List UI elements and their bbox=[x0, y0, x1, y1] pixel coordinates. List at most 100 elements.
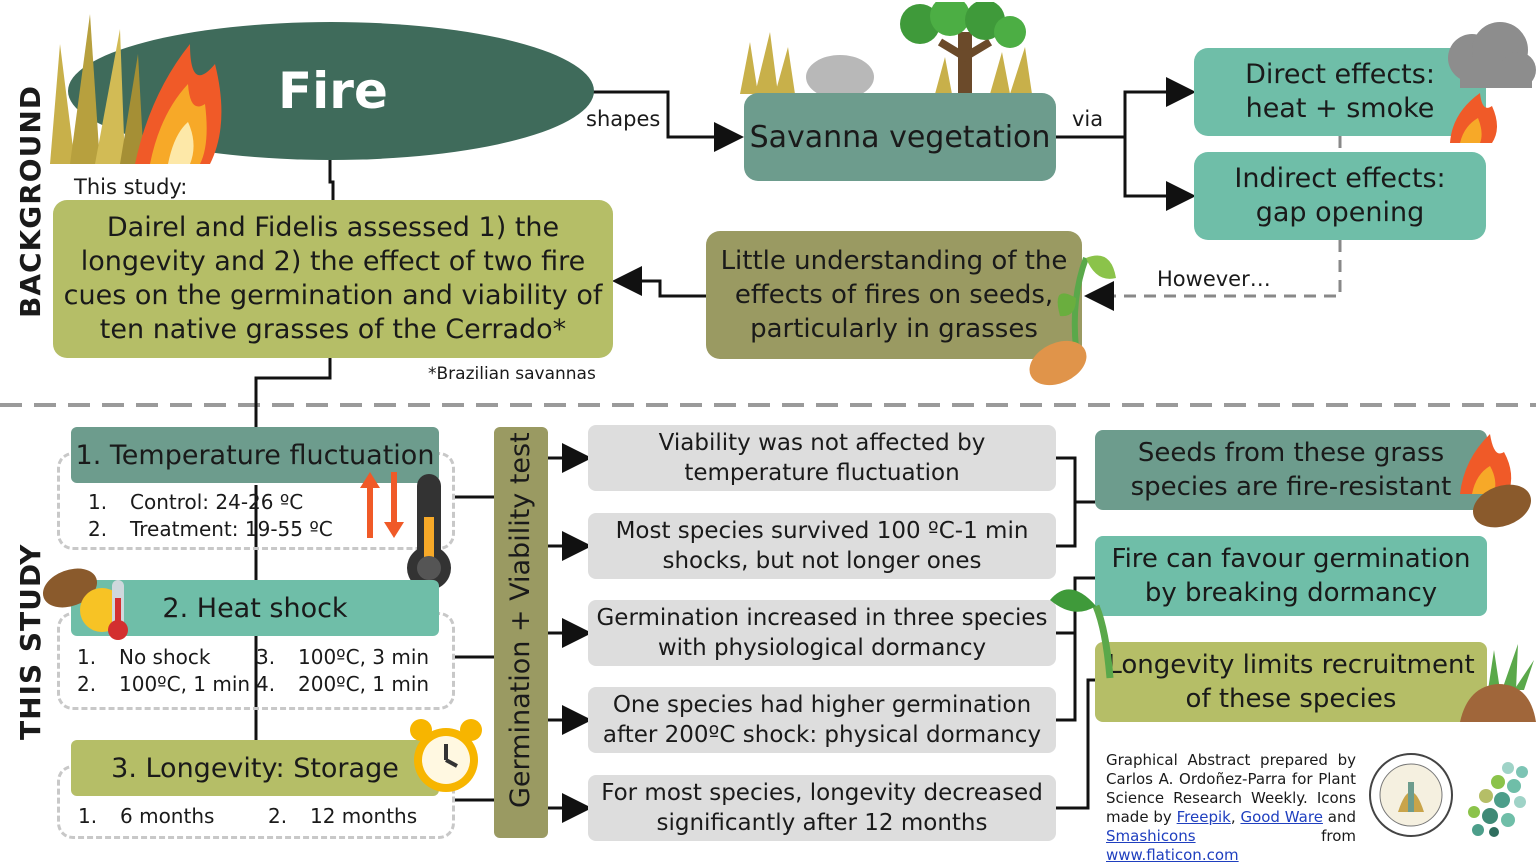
this-study-label: This study: bbox=[74, 175, 188, 199]
direct-line1: Direct effects: bbox=[1245, 59, 1435, 90]
heat-item-4-number: 4. bbox=[256, 672, 276, 696]
temp-item-1-text: Control: 24-26 ºC bbox=[130, 490, 304, 514]
result-1-line2: temperature fluctuation bbox=[684, 460, 960, 486]
storage-item-2-number: 2. bbox=[268, 804, 288, 828]
good-ware-link[interactable]: Good Ware bbox=[1240, 808, 1323, 826]
shapes-label: shapes bbox=[586, 107, 661, 131]
direct-line2: heat + smoke bbox=[1245, 93, 1435, 124]
heat-item-1-number: 1. bbox=[77, 645, 97, 669]
heat-item-3: 3. 100ºC, 3 min bbox=[256, 645, 429, 669]
result-3-line2: with physiological dormancy bbox=[657, 635, 987, 661]
credits-text: Graphical Abstract prepared by Carlos A.… bbox=[1106, 751, 1356, 865]
fire-to-study-line bbox=[328, 160, 335, 200]
heat-item-4: 4. 200ºC, 1 min bbox=[256, 672, 429, 696]
heat-item-2-number: 2. bbox=[77, 672, 97, 696]
however-dashed-arrow bbox=[1090, 136, 1342, 296]
freepik-link[interactable]: Freepik bbox=[1176, 808, 1231, 826]
heat-item-2: 2. 100ºC, 1 min bbox=[77, 672, 250, 696]
temperature-arrows-icon bbox=[360, 472, 404, 538]
storage-item-1-text: 6 months bbox=[120, 804, 215, 828]
fire-title: Fire bbox=[278, 62, 388, 120]
flaticon-link[interactable]: www.flaticon.com bbox=[1106, 846, 1239, 864]
conclusion-1-line2: species are fire-resistant bbox=[1130, 472, 1452, 502]
heat-item-1-text: No shock bbox=[119, 645, 211, 669]
storage-item-1: 1. 6 months bbox=[78, 804, 214, 828]
indirect-effects-box: Indirect effects: gap opening bbox=[1194, 152, 1486, 240]
storage-item-2: 2. 12 months bbox=[268, 804, 417, 828]
result-box-5: For most species, longevity decreased si… bbox=[588, 775, 1056, 841]
credits-part3: from bbox=[1195, 827, 1356, 845]
result-box-2: Most species survived 100 ºC-1 min shock… bbox=[588, 513, 1056, 579]
to-indirect-arrow bbox=[1123, 137, 1196, 211]
result-box-1: Viability was not affected by temperatur… bbox=[588, 425, 1056, 491]
society-seal-logo bbox=[1369, 753, 1453, 837]
result-5-line1: For most species, longevity decreased bbox=[601, 780, 1043, 806]
indirect-line2: gap opening bbox=[1255, 197, 1425, 228]
indirect-line1: Indirect effects: bbox=[1234, 163, 1446, 194]
result-1-line1: Viability was not affected by bbox=[658, 430, 986, 456]
however-label: However… bbox=[1157, 267, 1271, 291]
little-understanding-box: Little understanding of the effects of f… bbox=[706, 231, 1082, 359]
thermometer-icon bbox=[407, 474, 451, 590]
result-4-line1: One species had higher germination bbox=[612, 692, 1032, 718]
result-2-line2: shocks, but not longer ones bbox=[662, 548, 982, 574]
conclusion-3-line2: of these species bbox=[1185, 684, 1397, 714]
conclusion-longevity-limits: Longevity limits recruitment of these sp… bbox=[1095, 642, 1487, 722]
conclusion-fire-resistant: Seeds from these grass species are fire-… bbox=[1095, 430, 1487, 510]
temp-item-1-number: 1. bbox=[88, 490, 108, 514]
little-to-study-arrow bbox=[612, 266, 706, 298]
heat-shock-box: 2. Heat shock bbox=[71, 580, 439, 636]
longevity-storage-box: 3. Longevity: Storage bbox=[71, 740, 439, 796]
seed-sun-thermometer-icon bbox=[42, 568, 128, 640]
result-2-line1: Most species survived 100 ºC-1 min bbox=[615, 518, 1029, 544]
temp-item-1: 1. Control: 24-26 ºC bbox=[88, 490, 303, 514]
temperature-fluctuation-box: 1. Temperature fluctuation bbox=[71, 427, 439, 483]
sprout-seed-icon bbox=[1029, 255, 1116, 386]
result-box-4: One species had higher germination after… bbox=[588, 687, 1056, 753]
germination-viability-test-label: Germination + Viability test bbox=[505, 432, 536, 808]
temp-item-2: 2. Treatment: 19-55 ºC bbox=[88, 517, 333, 541]
result-4-line2: after 200ºC shock: physical dormancy bbox=[602, 722, 1042, 748]
little-line1: Little understanding of the bbox=[720, 246, 1068, 276]
little-line2: effects of fires on seeds, bbox=[734, 280, 1054, 310]
conclusion-2-line2: by breaking dormancy bbox=[1144, 578, 1438, 608]
via-label: via bbox=[1072, 107, 1104, 131]
study-line1: Dairel and Fidelis assessed 1) the bbox=[106, 212, 560, 243]
smashicons-link[interactable]: Smashicons bbox=[1106, 827, 1196, 845]
heat-item-2-text: 100ºC, 1 min bbox=[119, 672, 251, 696]
seedling-icon bbox=[1050, 589, 1114, 679]
storage-item-2-text: 12 months bbox=[310, 804, 418, 828]
to-direct-arrow bbox=[1123, 77, 1196, 137]
study-line4: ten native grasses of the Cerrado* bbox=[99, 314, 567, 345]
storage-item-1-number: 1. bbox=[78, 804, 98, 828]
result-5-line2: significantly after 12 months bbox=[656, 810, 988, 836]
heat-item-1: 1. No shock bbox=[77, 645, 210, 669]
result-3-line1: Germination increased in three species bbox=[596, 605, 1048, 631]
savanna-vegetation-box: Savanna vegetation bbox=[744, 93, 1056, 181]
credits-part1: Graphical Abstract prepared by Carlos A.… bbox=[1106, 751, 1356, 826]
temp-item-2-text: Treatment: 19-55 ºC bbox=[130, 517, 333, 541]
footnote-label: *Brazilian savannas bbox=[428, 364, 596, 384]
germination-viability-test-box bbox=[494, 427, 548, 838]
seed-fire-icon bbox=[1460, 434, 1532, 528]
credits-part2: and bbox=[1322, 808, 1356, 826]
little-line3: particularly in grasses bbox=[750, 314, 1038, 344]
result-box-3: Germination increased in three species w… bbox=[588, 600, 1056, 666]
study-description-box: Dairel and Fidelis assessed 1) the longe… bbox=[53, 200, 613, 358]
heat-item-4-text: 200ºC, 1 min bbox=[298, 672, 430, 696]
study-line2: longevity and 2) the effect of two fire bbox=[80, 246, 586, 277]
conclusion-1-line1: Seeds from these grass bbox=[1137, 438, 1445, 468]
study-to-treatments-line bbox=[254, 358, 332, 428]
savanna-tree-icon bbox=[740, 2, 1032, 94]
conclusion-favour-germination: Fire can favour germination by breaking … bbox=[1095, 536, 1487, 616]
grass-fire-icon bbox=[50, 14, 222, 164]
soil-grass-icon bbox=[1460, 644, 1536, 722]
heat-item-3-number: 3. bbox=[256, 645, 276, 669]
heat-item-3-text: 100ºC, 3 min bbox=[298, 645, 430, 669]
study-line3: cues on the germination and viability of bbox=[63, 280, 603, 311]
credits-sep: , bbox=[1230, 808, 1241, 826]
conclusion-3-line1: Longevity limits recruitment bbox=[1107, 650, 1475, 680]
temp-item-2-number: 2. bbox=[88, 517, 108, 541]
alarm-clock-icon bbox=[410, 719, 482, 792]
storm-cloud-fire-icon bbox=[1448, 22, 1536, 143]
